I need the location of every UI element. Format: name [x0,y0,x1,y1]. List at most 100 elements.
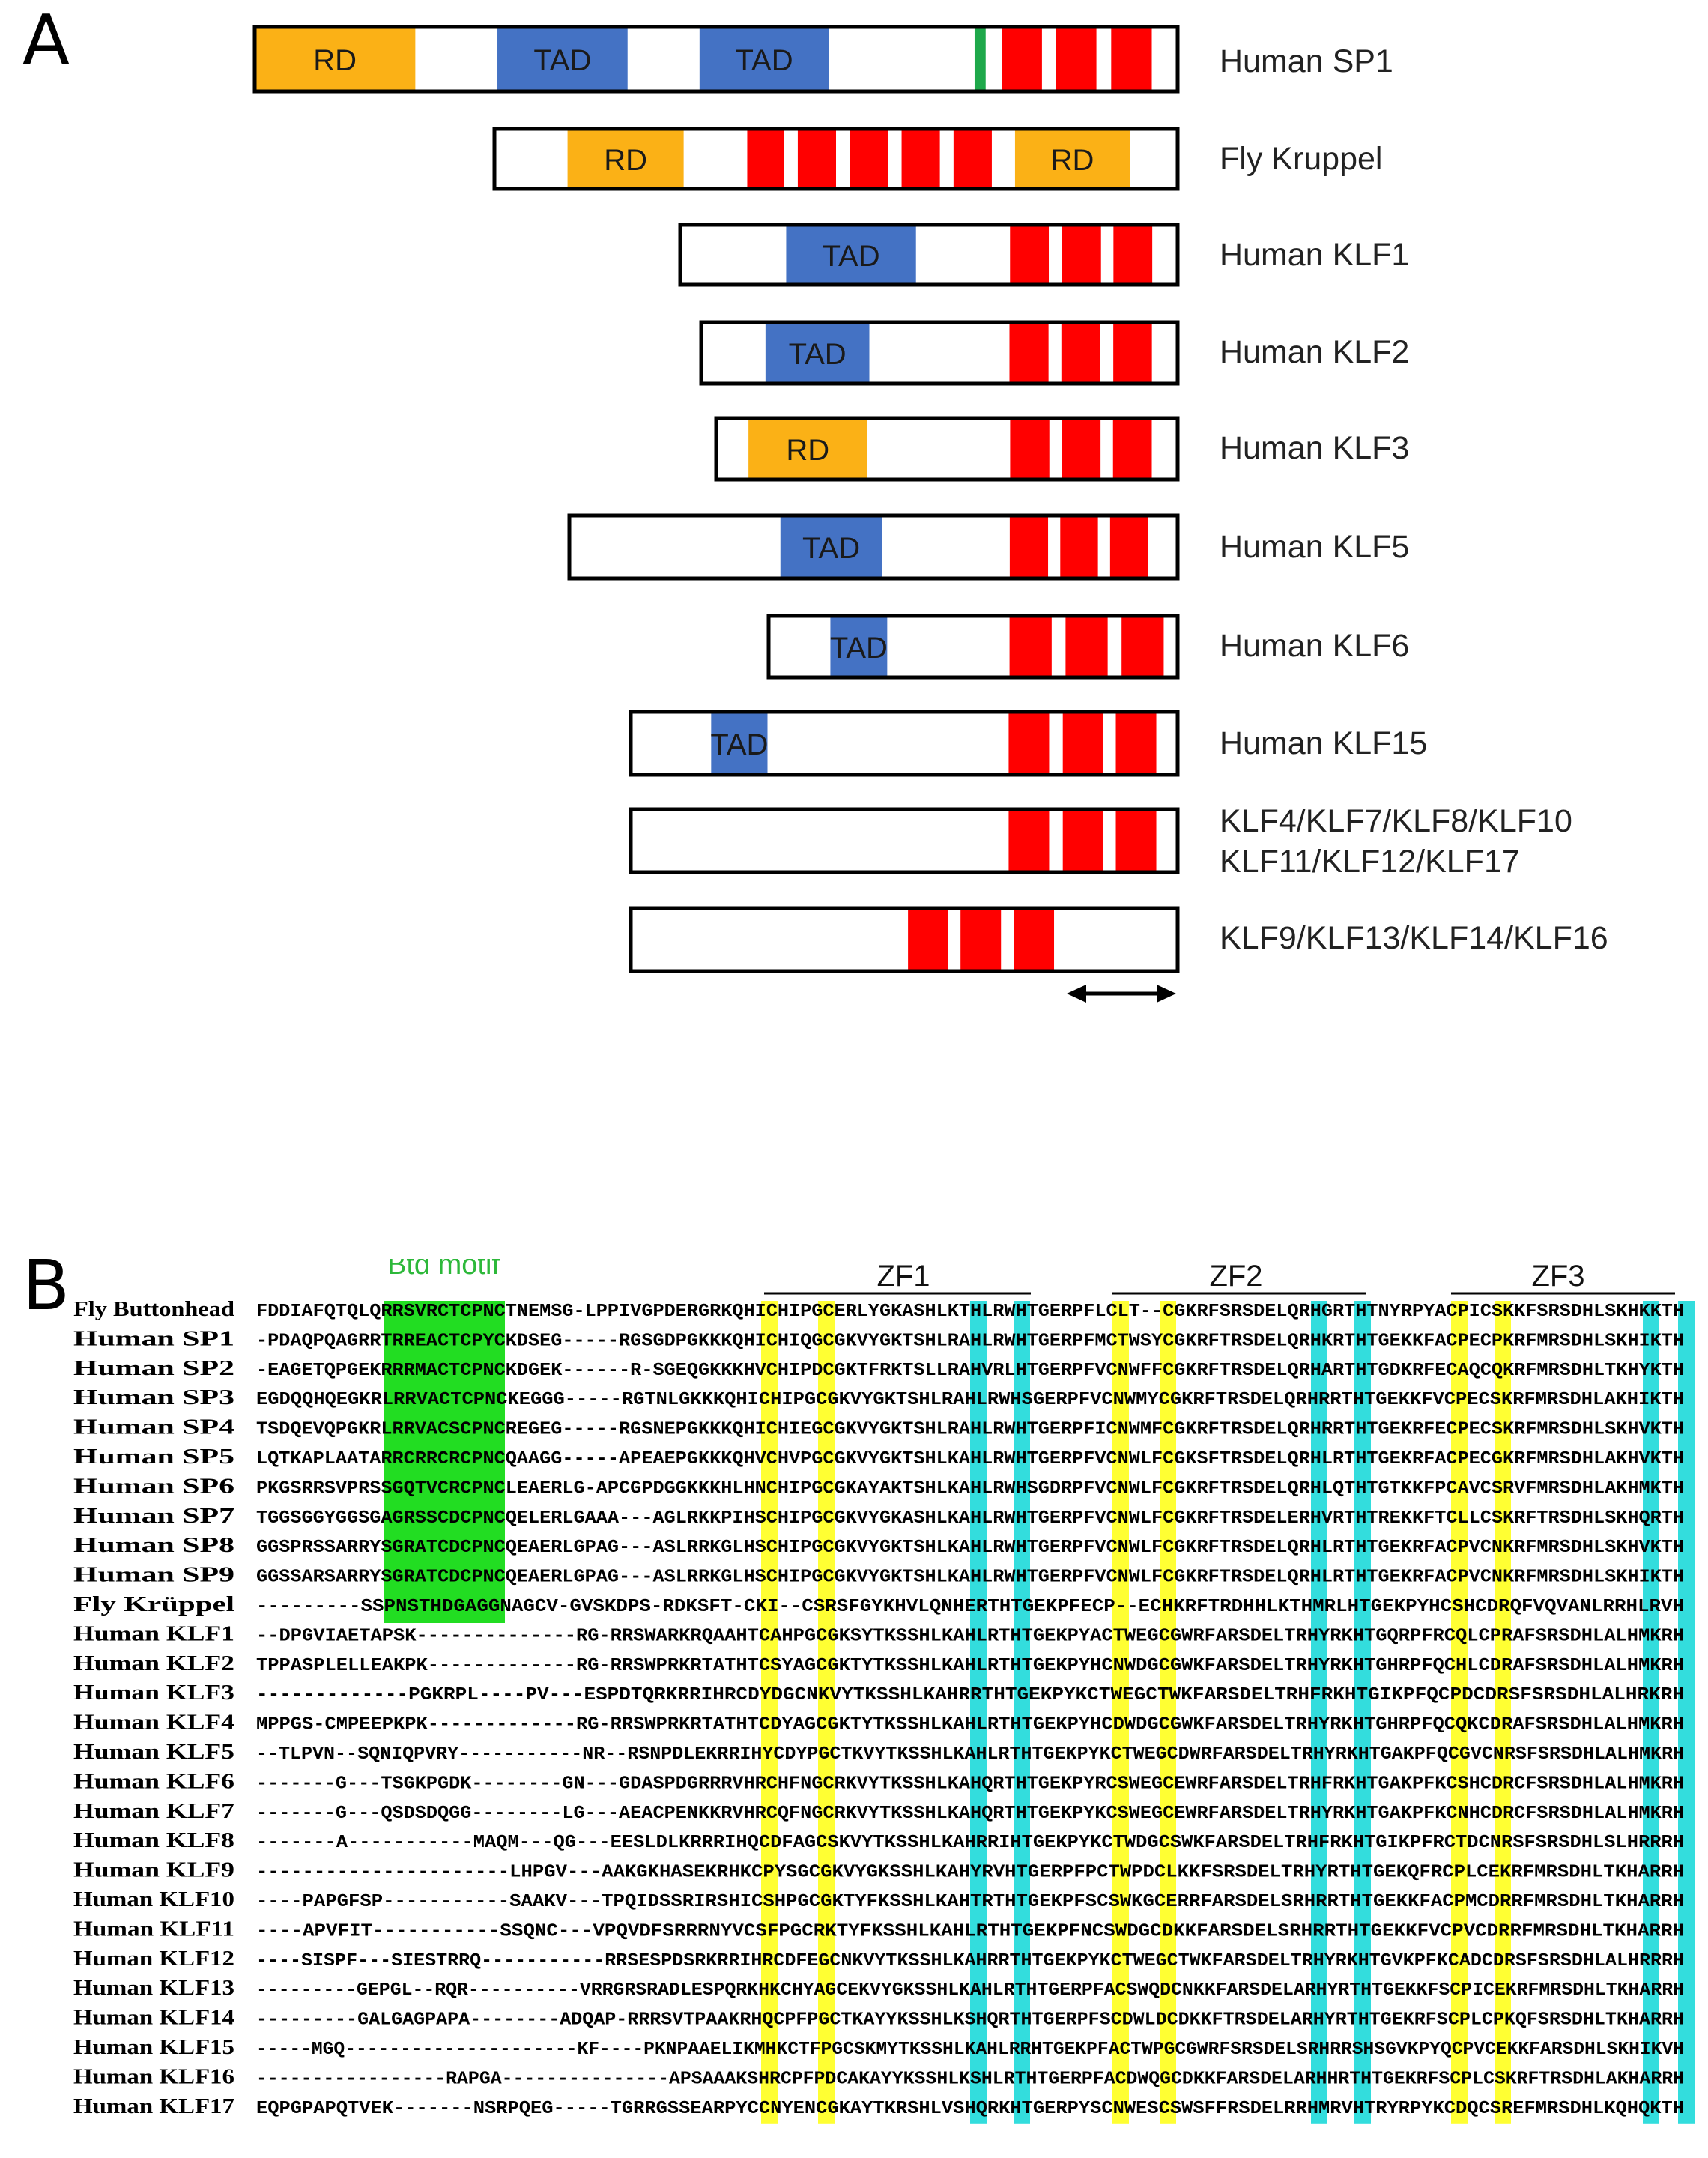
alignment-row: Human KLF1--DPGVIAETAPSK--------------RG… [73,1621,1684,1646]
conserved-residue-highlight [1451,1301,1468,2124]
species-label: Fly Krüppel [73,1592,234,1616]
sequence: ----APVFIT-----------SSQNC---VPQVDFSRRRN… [256,1921,1684,1941]
conserved-residue-highlight [818,1301,835,2124]
zf2-label: ZF2 [1209,1260,1262,1293]
zf-domain [953,130,992,187]
sequence: ---------GEPGL--RQR----------VRRGRSRADLE… [256,1980,1684,2001]
sequence: GGSSARSARRYSGRATCDCPNCQEAERLGPAG---ASLRR… [256,1568,1684,1588]
conserved-residue-highlight [970,1301,987,2124]
motif-domain [974,28,986,90]
zf-domain [908,910,948,970]
species-label: Human SP9 [73,1563,234,1587]
rd-label: RD [1051,144,1094,177]
tad-label: TAD [710,728,768,761]
zf-domain [960,910,1002,970]
species-label: Human KLF9 [73,1858,234,1882]
alignment-row: Human SP2 -EAGETQPGEKRRRMACTCPNCKDGEK----… [73,1356,1684,1381]
zf3-label: ZF3 [1531,1260,1584,1293]
protein-name: Human KLF6 [1220,628,1409,664]
species-label: Human KLF5 [73,1740,234,1764]
alignment-row: Human KLF8-------A-----------MAQM---QG--… [73,1828,1684,1853]
species-label: Human SP4 [73,1415,234,1439]
species-label: Human KLF10 [73,1888,234,1911]
alignment-row: Human KLF15 -----MGQ---------------------… [73,2035,1684,2060]
panel-b-letter: B [22,1245,70,1326]
zf-domain [1009,324,1049,382]
alignment-row: Human SP1-PDAQPQAGRRTRREACTCPYCKDSEG----… [73,1326,1684,1351]
protein-border [567,513,1180,581]
panel-a-letter: A [22,0,70,80]
species-label: Human KLF15 [73,2035,234,2059]
protein-name: Human KLF1 [1220,237,1409,273]
conserved-residue-highlight [1311,1301,1327,2124]
alignment-row: Human KLF5 --TLPVN--SQNIQPVRY-----------N… [73,1740,1684,1765]
tad-label: TAD [789,338,847,371]
protein-border [252,25,1180,94]
tad-domain [711,713,768,773]
zf-domain [1009,617,1052,676]
conserved-residue-highlight [1354,1301,1371,2124]
zf-domain [1062,226,1101,283]
species-label: Human SP8 [73,1533,234,1557]
sequence: TGGSGGYGGSGAGRSSCDCPNCQELERLGAAA---AGLRK… [256,1508,1684,1529]
sequence: -------G---QSDSDQGG--------LG---AEACPENK… [256,1804,1684,1824]
alignment-row: Human KLF13---------GEPGL--RQR----------… [73,1976,1684,2001]
protein-name: Human KLF2 [1220,334,1409,370]
species-label: Human SP2 [73,1356,234,1380]
alignment-row: Human KLF12----SISPF---SIESTRRQ---------… [73,1947,1684,1971]
species-label: Human KLF11 [73,1917,234,1941]
rd-domain [255,28,416,90]
zf-domain [1111,28,1152,90]
species-label: Human SP7 [73,1504,234,1528]
protein-outline [629,906,1180,973]
species-label: Human KLF8 [73,1828,234,1852]
species-label: Fly Buttonhead [73,1297,234,1321]
species-label: Human KLF14 [73,2006,234,2030]
sequence: MPPGS-CMPEEPKPK-------------RG-RRSWPRKRT… [256,1715,1684,1735]
rd-domain [748,420,867,478]
sequence: -----MGQ---------------------KF----PKNPA… [256,2040,1684,2060]
sequence: LQTKAPLAATARRCRRCRCPNCQAAGG-----APEAEPGK… [256,1449,1684,1469]
sequence: FDDIAFQTQLQRRSVRCTCPNCTNEMSG-LPPIVGPDERG… [256,1302,1684,1322]
btd-motif-highlight [384,1301,505,1623]
species-label: Human KLF6 [73,1769,234,1793]
alignment-row: Human SP4 TSDQEVQPGKRLRRVACSCPNCREGEG----… [73,1415,1684,1440]
species-label: Human KLF17 [73,2094,234,2118]
zf-domain [1115,811,1157,871]
zf-domain [1010,420,1050,478]
sequence: TSDQEVQPGKRLRRVACSCPNCREGEG-----RGSNEPGK… [256,1420,1684,1440]
conserved-residue-highlight [1678,1301,1695,2124]
sequence: PKGSRRSVPRSSGQTVCRCPNCLEAERLG-APCGPDGGKK… [256,1478,1684,1499]
species-label: Human KLF12 [73,1947,234,1971]
conserved-residue-highlight [1643,1301,1659,2124]
species-label: Human KLF7 [73,1799,234,1823]
zf-domain [1061,324,1100,382]
zf-domain [1065,617,1108,676]
alignment-row: Human KLF14---------GALGAGPAPA--------AD… [73,2006,1684,2031]
species-label: Human KLF1 [73,1621,234,1645]
alignment-row: Human KLF9----------------------LHPGV---… [73,1858,1684,1883]
zf-domain [1121,617,1164,676]
zf-domain [850,130,888,187]
rd-domain [567,130,684,187]
protein-name: Human KLF5 [1220,529,1409,565]
conserved-residue-highlight [1112,1301,1129,2124]
sequence: -----------------RAPGA---------------APS… [256,2069,1684,2089]
protein-border [492,127,1180,191]
tad-domain [699,28,829,90]
alignment-row: Human KLF6 -------G---TSGKPGDK--------GN-… [73,1769,1684,1794]
protein-name: Human KLF3 [1220,430,1409,466]
tad-domain [786,226,916,283]
zf-domain [797,130,836,187]
sequence: -EAGETQPGEKRRRMACTCPNCKDGEK------R-SGEQG… [256,1361,1684,1381]
sequence: --TLPVN--SQNIQPVRY-----------NR--RSNPDLE… [256,1744,1684,1765]
sequence: -------G---TSGKPGDK--------GN---GDASPDGR… [256,1774,1684,1794]
zf-domain [1014,910,1055,970]
zf-domain [1002,28,1042,90]
